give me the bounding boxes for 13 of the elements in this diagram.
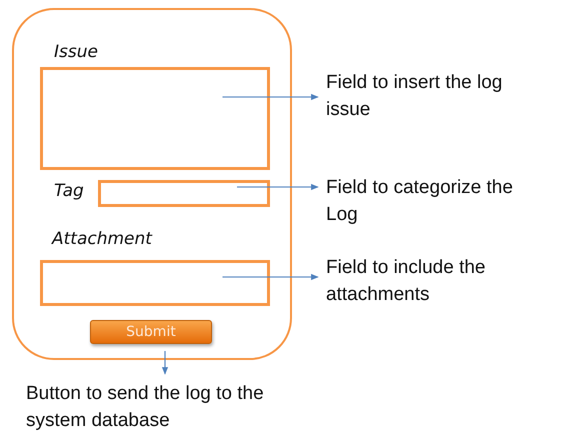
arrow xyxy=(237,184,319,190)
field-label: Attachment xyxy=(52,229,152,249)
field-label: Tag xyxy=(54,181,84,201)
description-text: Button to send the log to the system database xyxy=(26,382,265,433)
arrow xyxy=(222,274,319,280)
submit-button: Submit xyxy=(90,320,212,344)
arrow xyxy=(162,351,168,375)
form-frame xyxy=(12,8,292,360)
description-text: Field to insert the log issue xyxy=(326,71,504,122)
description-text: Field to categorize the Log xyxy=(326,176,514,227)
arrow xyxy=(222,94,319,100)
field-label: Issue xyxy=(54,42,98,62)
description-text: Field to include the attachments xyxy=(326,256,486,307)
